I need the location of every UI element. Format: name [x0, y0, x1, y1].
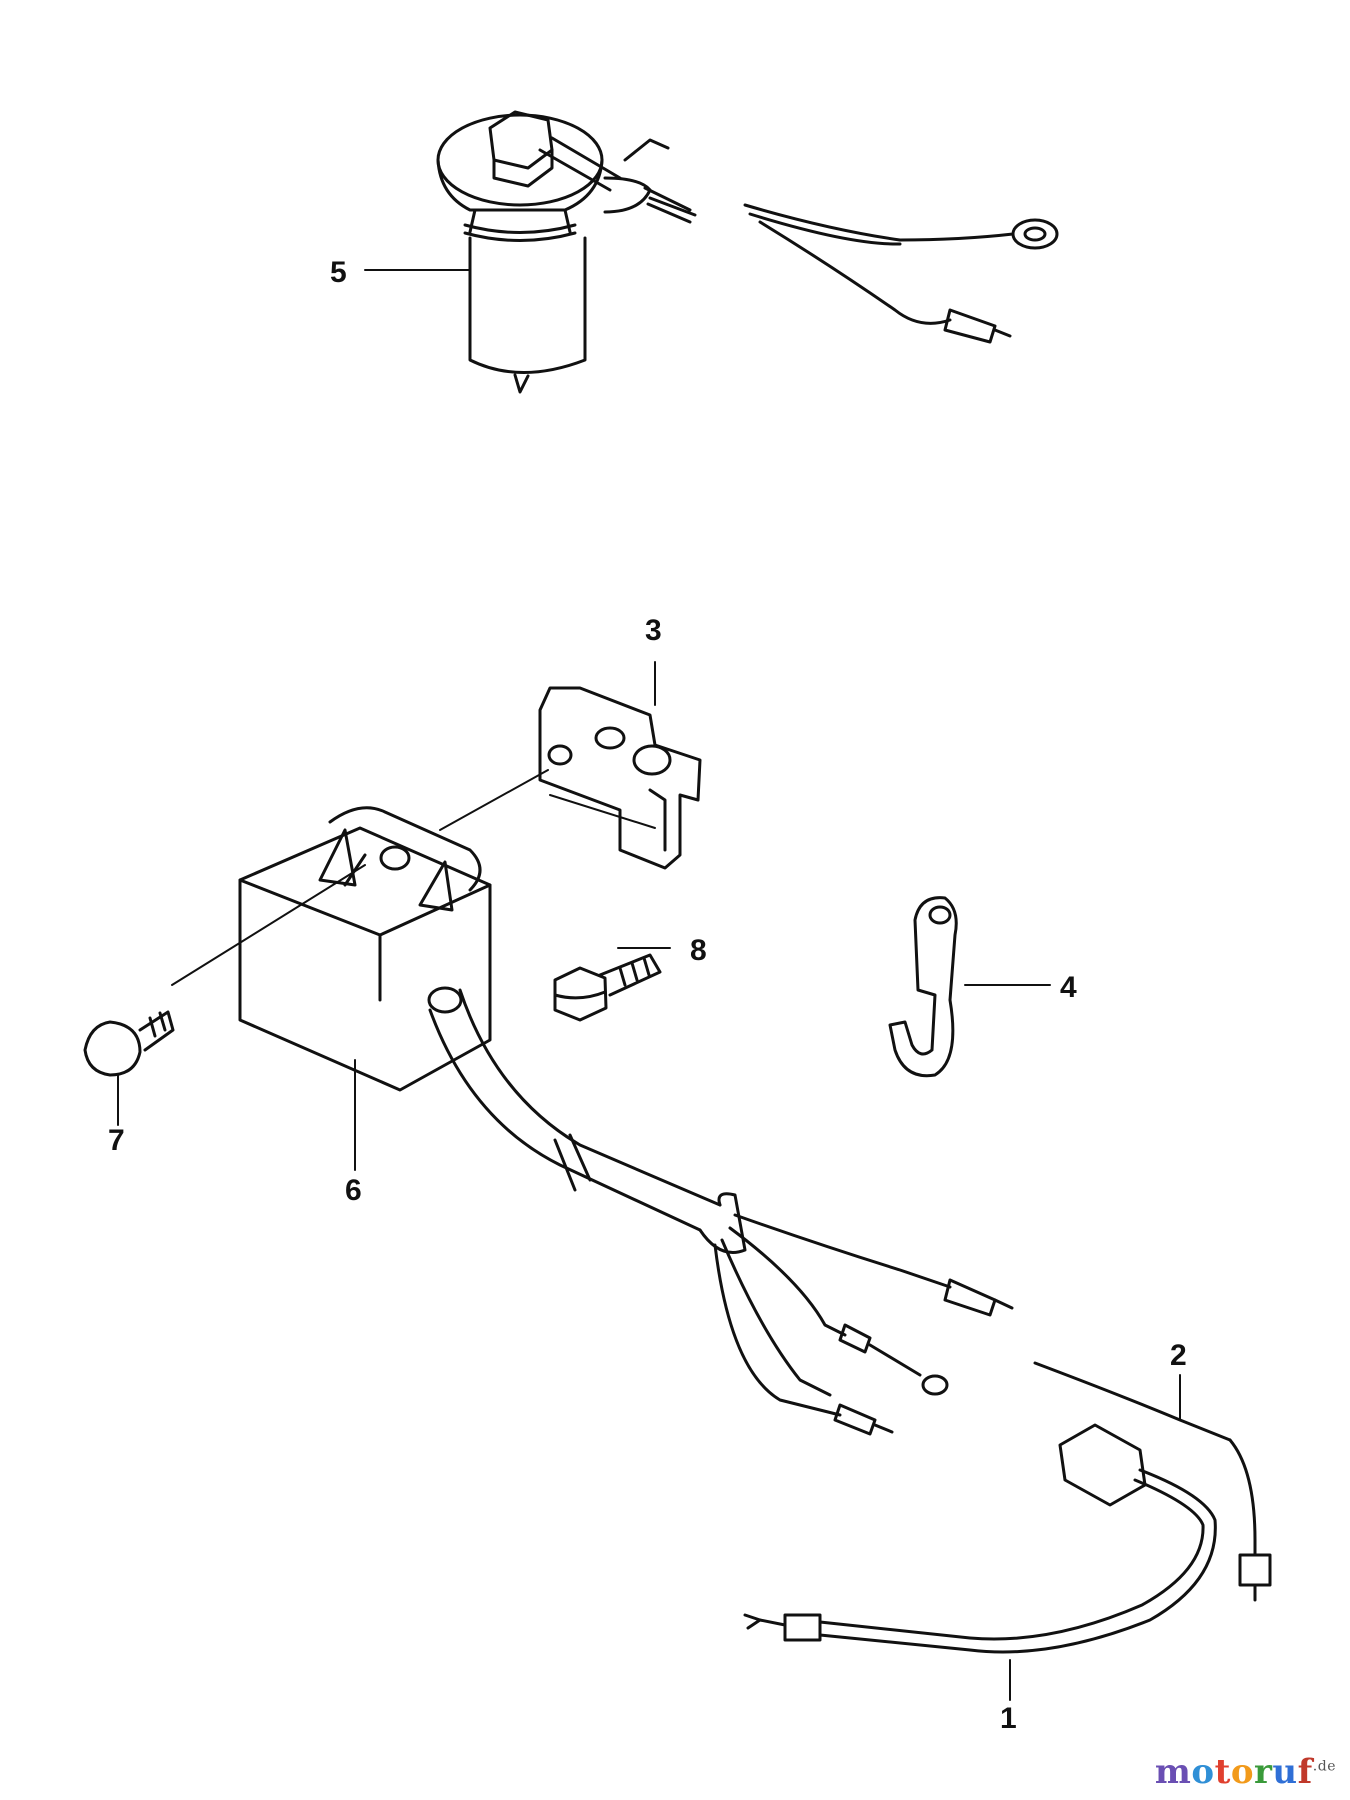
callout-5: 5 [330, 256, 347, 289]
lead-part [743, 1423, 1217, 1654]
watermark-suffix: .de [1312, 1758, 1336, 1775]
connector-lead-part [1033, 1361, 1272, 1602]
clamp-part [888, 896, 958, 1078]
callout-4: 4 [1060, 971, 1077, 1004]
watermark-letter: t [1214, 1752, 1231, 1792]
callout-leaders [117, 269, 1181, 1701]
watermark-logo: motoruf.de [1155, 1752, 1336, 1792]
callout-7: 7 [108, 1124, 125, 1157]
callout-labels: 5 3 8 4 7 6 2 1 [108, 256, 1187, 1735]
alignment-lines [171, 769, 656, 986]
callout-6: 6 [345, 1174, 362, 1207]
watermark-letter: o [1191, 1752, 1215, 1792]
watermark-letter: u [1272, 1752, 1298, 1792]
callout-2: 2 [1170, 1339, 1187, 1372]
watermark-letter: f [1297, 1752, 1313, 1792]
callout-8: 8 [690, 934, 707, 967]
bolt-8-part [553, 953, 662, 1022]
bracket-part [538, 686, 702, 870]
screw-7-part [83, 1010, 175, 1077]
oil-sensor-part [436, 110, 1059, 394]
watermark-letter: m [1154, 1752, 1192, 1792]
callout-1: 1 [1000, 1702, 1017, 1735]
watermark-letter: r [1254, 1752, 1273, 1792]
watermark-letter: o [1230, 1752, 1254, 1792]
ignition-module-part [238, 806, 1014, 1436]
callout-3: 3 [645, 614, 662, 647]
watermark-brand: motoruf [1155, 1752, 1313, 1792]
